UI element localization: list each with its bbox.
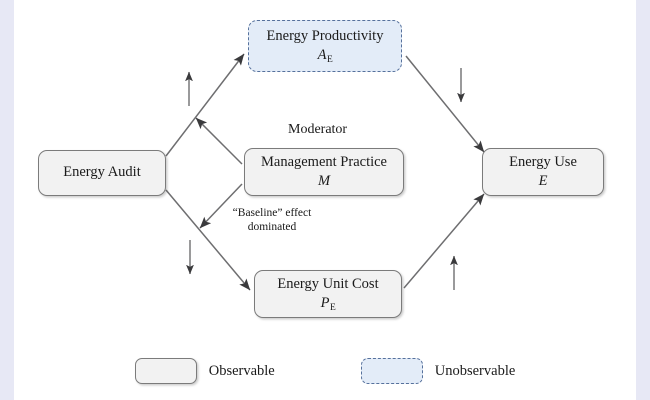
node-energy-audit[interactable]: Energy Audit bbox=[38, 150, 166, 196]
right-frame-strip bbox=[636, 0, 650, 400]
node-energy-productivity-symbol: AE bbox=[317, 46, 333, 65]
left-frame-strip bbox=[0, 0, 14, 400]
edge-audit-to-productivity bbox=[165, 53, 245, 157]
node-energy-unit-cost-title: Energy Unit Cost bbox=[277, 276, 379, 293]
node-management-practice[interactable]: Management Practice M bbox=[244, 148, 404, 196]
legend-swatch-observable bbox=[134, 358, 197, 384]
legend-label-observable: Observable bbox=[208, 362, 275, 379]
legend-item-observable: Observable bbox=[134, 358, 275, 384]
legend-swatch-unobservable bbox=[360, 358, 423, 384]
edge-unit-cost-to-use bbox=[403, 193, 485, 289]
edge-moderator-to-upper-path bbox=[195, 117, 243, 165]
node-energy-use[interactable]: Energy Use E bbox=[482, 148, 604, 196]
baseline-effect-line-1: “Baseline” effect bbox=[232, 207, 312, 219]
moderator-label: Moderator bbox=[288, 122, 348, 137]
diagram-area: Energy Audit Energy Productivity AE Mana… bbox=[14, 0, 636, 400]
baseline-effect-line-2: dominated bbox=[247, 221, 297, 234]
legend-label-unobservable: Unobservable bbox=[434, 362, 516, 379]
node-management-practice-symbol: M bbox=[317, 172, 331, 189]
baseline-effect-annotation: “Baseline” effect dominated bbox=[212, 206, 332, 235]
legend: Observable Unobservable bbox=[14, 358, 636, 384]
node-energy-productivity[interactable]: Energy Productivity AE bbox=[248, 20, 402, 72]
legend-item-unobservable: Unobservable bbox=[360, 358, 516, 384]
node-energy-use-title: Energy Use bbox=[509, 154, 577, 171]
node-energy-productivity-title: Energy Productivity bbox=[266, 28, 384, 45]
edge-audit-to-unit-cost bbox=[165, 189, 251, 291]
node-management-practice-title: Management Practice bbox=[260, 154, 387, 171]
node-energy-unit-cost-symbol: PE bbox=[320, 294, 336, 313]
node-energy-use-symbol: E bbox=[538, 172, 548, 189]
node-energy-audit-title: Energy Audit bbox=[63, 164, 141, 181]
node-energy-unit-cost[interactable]: Energy Unit Cost PE bbox=[254, 270, 402, 318]
edge-productivity-to-use bbox=[405, 55, 485, 153]
